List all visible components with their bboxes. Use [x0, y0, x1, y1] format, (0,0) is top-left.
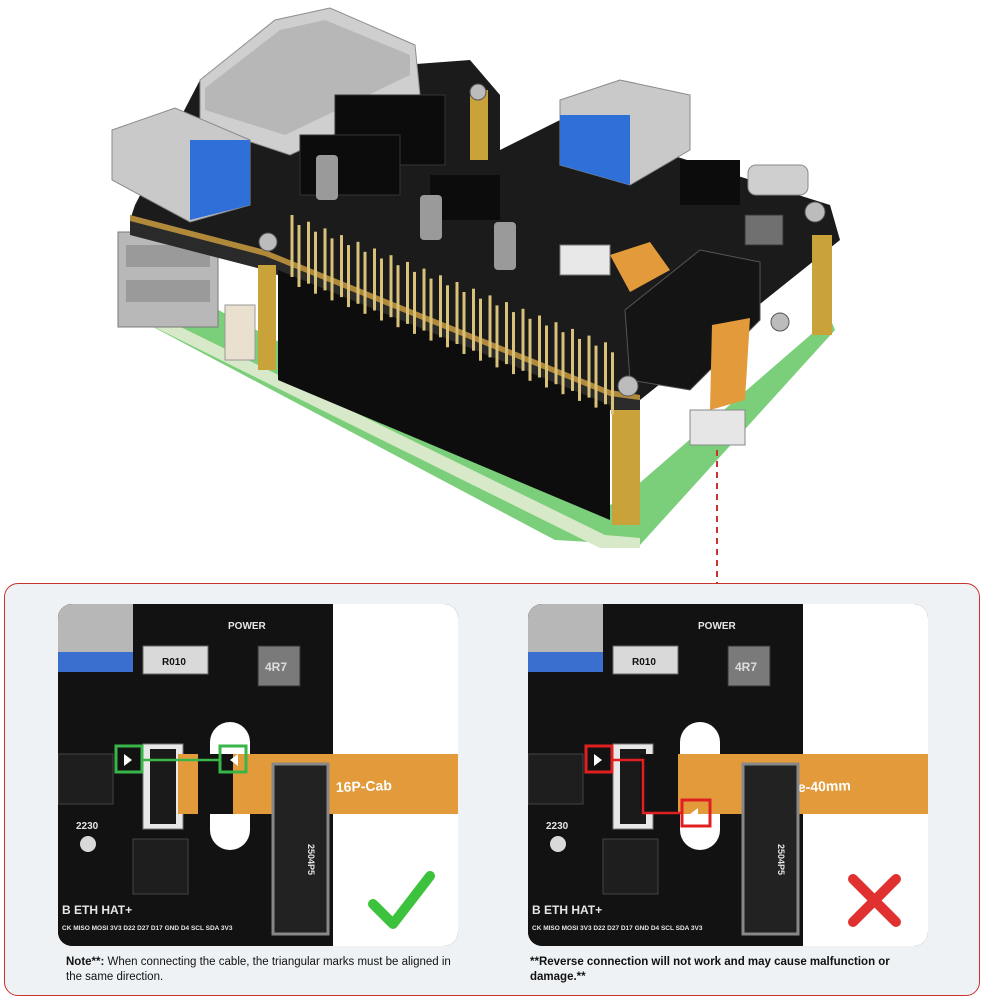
hat-name: B ETH HAT+ — [532, 903, 602, 917]
note-left: Note**: When connecting the cable, the t… — [66, 955, 456, 985]
power-label: POWER — [698, 621, 737, 632]
pin-row-label: CK MISO MOSI 3V3 D22 D27 D17 GND D4 SCL … — [62, 925, 233, 932]
wrong-connection-photo: POWER R010 4R7 2230 e-40mm 2504P5 B ET — [528, 604, 928, 946]
check-icon — [368, 871, 435, 929]
ribbon-label: 16P-Cab — [336, 777, 393, 795]
correct-connection-photo: POWER R010 4R7 2230 16P-Cab 2504P5 — [58, 604, 458, 946]
chip-label: 2230 — [546, 821, 569, 832]
chip-label: 2230 — [76, 821, 99, 832]
triangle-mark-ribbon — [230, 754, 238, 766]
raspberry-pi-board — [140, 290, 835, 545]
connector-code: 2504P5 — [776, 844, 786, 875]
r010-label: R010 — [632, 657, 656, 668]
gpio-header — [278, 270, 610, 520]
triangle-mark-connector — [594, 754, 602, 766]
power-label: POWER — [228, 621, 267, 632]
usb-c-port — [747, 164, 809, 196]
note-prefix: Note**: — [66, 956, 105, 968]
inductor-label: 4R7 — [265, 660, 287, 674]
triangle-mark-connector — [124, 754, 132, 766]
connector-code: 2504P5 — [306, 844, 316, 875]
r010-label: R010 — [162, 657, 186, 668]
triangle-mark-ribbon — [690, 808, 698, 820]
ffc-ribbon — [678, 754, 928, 814]
ribbon-label: e-40mm — [798, 777, 851, 795]
gpio-pins — [290, 215, 614, 415]
hat-board-photo — [111, 7, 840, 585]
inductor-label: 4R7 — [735, 660, 757, 674]
cross-icon — [848, 874, 901, 927]
brass-standoff — [258, 265, 276, 370]
note-body: When connecting the cable, the triangula… — [66, 956, 451, 983]
note-right: **Reverse connection will not work and m… — [530, 956, 890, 983]
hat-name: B ETH HAT+ — [62, 903, 132, 917]
pin-row-label: CK MISO MOSI 3V3 D22 D27 D17 GND D4 SCL … — [532, 925, 703, 932]
